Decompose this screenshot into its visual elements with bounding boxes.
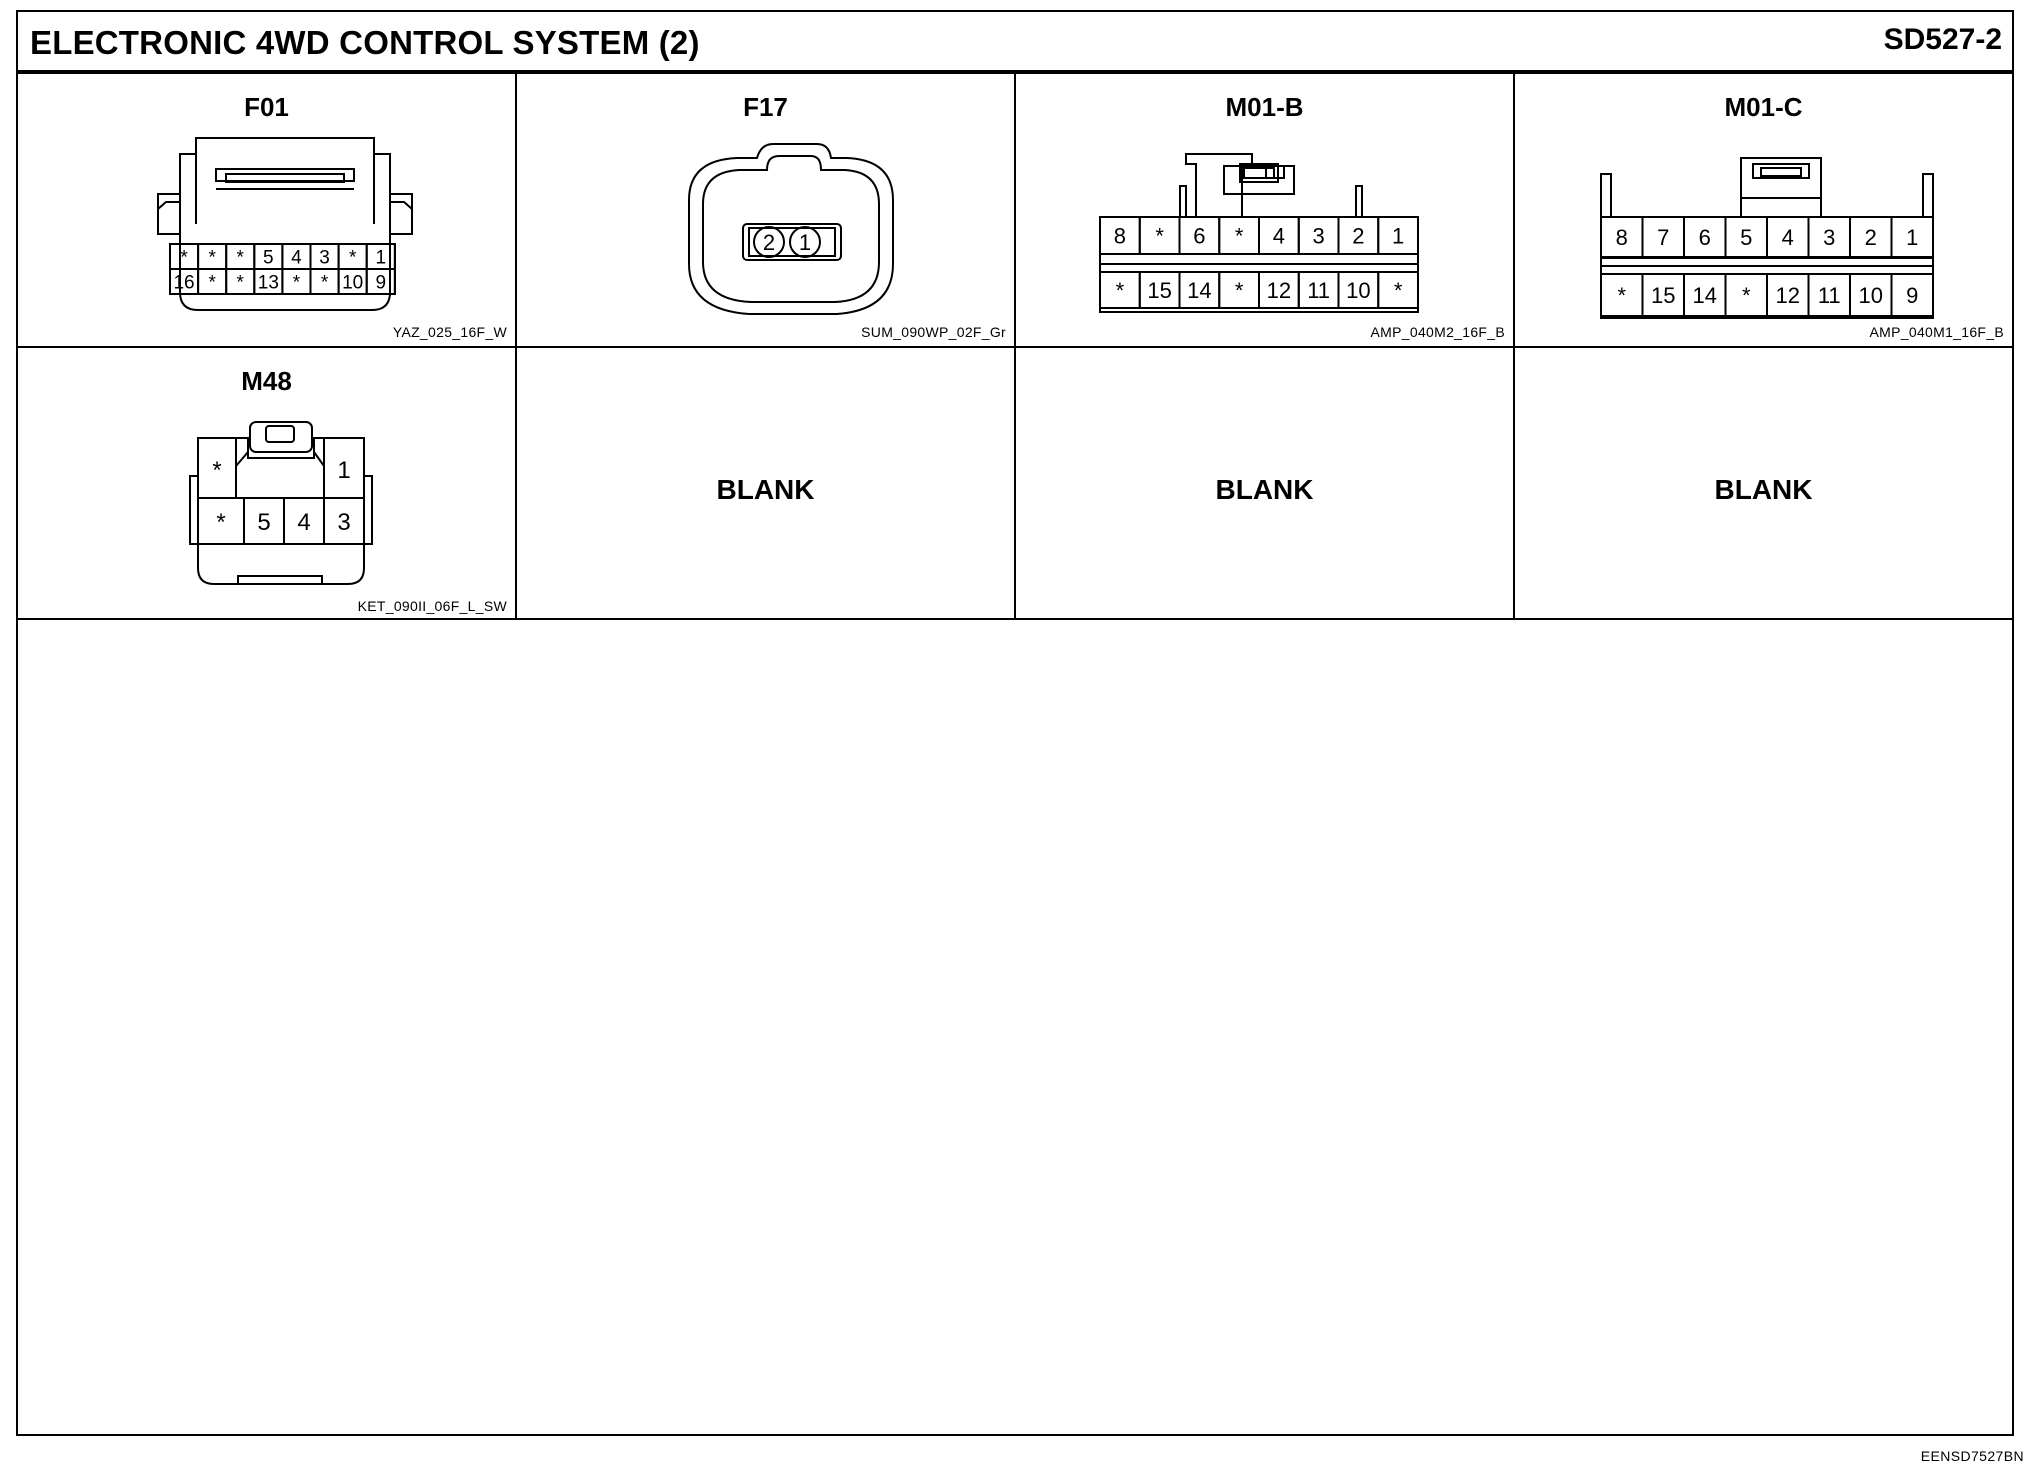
pin-label: * bbox=[1394, 278, 1403, 303]
pin-label: 1 bbox=[375, 247, 386, 268]
pin-cavity bbox=[1890, 216, 1934, 258]
connector-name: F17 bbox=[743, 92, 788, 122]
part-number: KET_090II_06F_L_SW bbox=[357, 598, 507, 614]
connector-name: M01-C bbox=[1724, 92, 1803, 122]
blank-cell-1: BLANK bbox=[517, 348, 1014, 620]
pin-cavity bbox=[365, 268, 396, 295]
pin-label: 2 bbox=[1352, 223, 1364, 248]
pin-label: 12 bbox=[1267, 278, 1291, 303]
pin-cavity bbox=[789, 226, 821, 258]
pin-label: 5 bbox=[263, 247, 274, 268]
sheet-code: SD527-2 bbox=[1883, 23, 2002, 56]
pin-label: 12 bbox=[1776, 283, 1800, 308]
pin-label: 15 bbox=[1651, 283, 1675, 308]
pin-label: * bbox=[208, 247, 216, 268]
pin-label: 1 bbox=[1906, 225, 1918, 250]
pin-label: 5 bbox=[1740, 225, 1752, 250]
pin-label: * bbox=[237, 272, 245, 293]
part-number: AMP_040M2_16F_B bbox=[1370, 324, 1505, 340]
pin-label: 10 bbox=[342, 272, 363, 293]
pin-label: 8 bbox=[1114, 223, 1126, 248]
pin-label: * bbox=[1235, 278, 1244, 303]
pin-label: 9 bbox=[1906, 283, 1918, 308]
pin-label: 2 bbox=[1865, 225, 1877, 250]
connector-name: F01 bbox=[244, 92, 289, 122]
document-id: EENSD7527BN bbox=[1920, 1448, 2024, 1464]
pin-label: 8 bbox=[1616, 225, 1628, 250]
pin-cavity bbox=[1377, 216, 1419, 255]
pin-label: 10 bbox=[1346, 278, 1370, 303]
pin-label: 5 bbox=[257, 509, 270, 536]
m01-b-connector-diagram: 8 * 6 * 4 3 2 1 * 15 14 * 12 11 10 * bbox=[1099, 153, 1419, 313]
pin-label: 16 bbox=[173, 272, 194, 293]
pin-label: * bbox=[321, 272, 329, 293]
pin-label: * bbox=[1116, 278, 1125, 303]
blank-cell-2: BLANK bbox=[1016, 348, 1513, 620]
pin-label: 3 bbox=[337, 509, 350, 536]
pin-label: * bbox=[216, 509, 225, 536]
pin-label: * bbox=[180, 247, 188, 268]
blank-label: BLANK bbox=[1215, 474, 1314, 505]
pin-label: * bbox=[1235, 223, 1244, 248]
pin-label: 9 bbox=[375, 272, 386, 293]
pin-label: 4 bbox=[1782, 225, 1794, 250]
pin-label: * bbox=[1617, 283, 1626, 308]
pin-label: 1 bbox=[799, 230, 811, 255]
pin-label: 4 bbox=[297, 509, 310, 536]
blank-label: BLANK bbox=[1714, 474, 1813, 505]
pin-label: 7 bbox=[1657, 225, 1669, 250]
pin-label: 1 bbox=[337, 457, 350, 484]
connector-m01-b: M01-B 8 * 6 * 4 3 2 1 * 15 14 * 12 11 10 * AMP_040M2_16… bbox=[1016, 74, 1513, 346]
pin-label: 2 bbox=[763, 230, 775, 255]
pin-label: 4 bbox=[291, 247, 302, 268]
grid-divider bbox=[18, 346, 2012, 348]
pin-label: * bbox=[293, 272, 301, 293]
pin-cavity bbox=[1377, 271, 1419, 309]
sheet-title: ELECTRONIC 4WD CONTROL SYSTEM (2) bbox=[30, 24, 700, 61]
connector-m01-c: M01-C 8 7 6 5 4 3 2 1 * 15 14 * 12 11 10 9 AMP_040M1_16… bbox=[1515, 74, 2012, 346]
pin-label: 3 bbox=[319, 247, 330, 268]
pin-label: 4 bbox=[1273, 223, 1285, 248]
m01-c-connector-diagram: 8 7 6 5 4 3 2 1 * 15 14 * 12 11 10 9 bbox=[1600, 157, 1934, 319]
blank-cell-3: BLANK bbox=[1515, 348, 2012, 620]
sheet-frame: ELECTRONIC 4WD CONTROL SYSTEM (2) SD527-… bbox=[16, 10, 2014, 1436]
pin-label: * bbox=[349, 247, 357, 268]
pin-label: 13 bbox=[258, 272, 279, 293]
pin-label: 15 bbox=[1147, 278, 1171, 303]
pin-label: 3 bbox=[1313, 223, 1325, 248]
pin-label: 10 bbox=[1859, 283, 1883, 308]
pin-label: * bbox=[1742, 283, 1751, 308]
part-number: AMP_040M1_16F_B bbox=[1869, 324, 2004, 340]
pin-label: 3 bbox=[1823, 225, 1835, 250]
pin-label: 6 bbox=[1193, 223, 1205, 248]
blank-label: BLANK bbox=[716, 474, 815, 505]
pin-cavity bbox=[323, 497, 365, 545]
pin-cavity bbox=[753, 226, 785, 258]
sheet-header: ELECTRONIC 4WD CONTROL SYSTEM (2) SD527-… bbox=[18, 12, 2012, 74]
pin-label: 14 bbox=[1187, 278, 1211, 303]
pin-cavity bbox=[1890, 273, 1934, 317]
pin-label: 1 bbox=[1392, 223, 1404, 248]
pin-label: 14 bbox=[1693, 283, 1717, 308]
pin-label: 11 bbox=[1818, 283, 1841, 308]
part-number: SUM_090WP_02F_Gr bbox=[861, 324, 1006, 340]
pin-label: * bbox=[1155, 223, 1164, 248]
pin-label: * bbox=[212, 457, 221, 484]
pin-label: * bbox=[237, 247, 245, 268]
pin-label: 6 bbox=[1699, 225, 1711, 250]
pin-label: * bbox=[208, 272, 216, 293]
connector-name: M48 bbox=[241, 366, 292, 396]
pin-label: 11 bbox=[1307, 278, 1330, 303]
part-number: YAZ_025_16F_W bbox=[392, 324, 507, 340]
connector-name: M01-B bbox=[1225, 92, 1304, 122]
